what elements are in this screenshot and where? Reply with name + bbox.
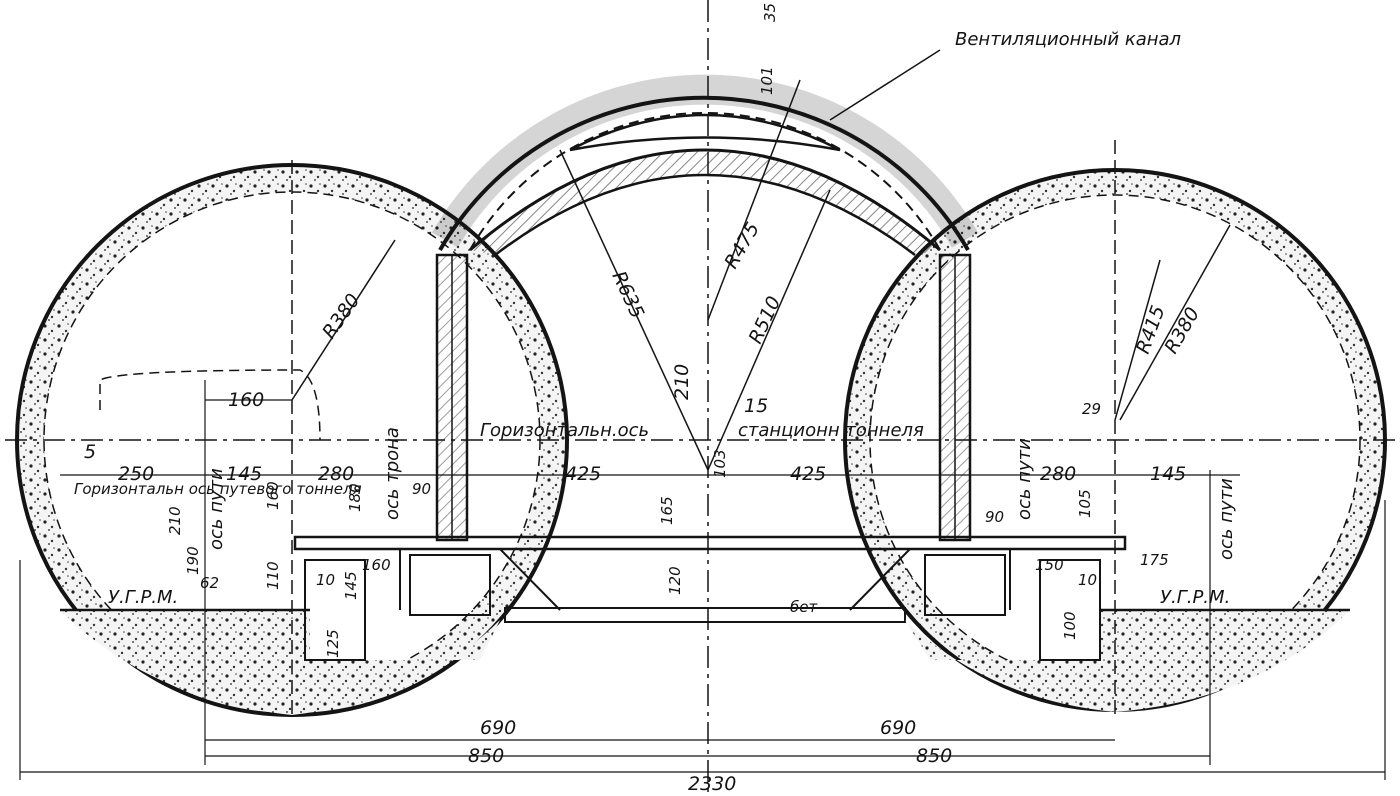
dim-690-left: 690 xyxy=(480,717,516,739)
dim-280-right: 280 xyxy=(1040,463,1076,485)
ugrm-left-label: У.Г.Р.М. xyxy=(108,587,178,608)
platform-slab xyxy=(293,535,1127,623)
dim-2330: 2330 xyxy=(688,773,736,795)
dim-101: 101 xyxy=(758,66,776,95)
dim-190: 190 xyxy=(184,546,202,575)
dim-425-right: 425 xyxy=(790,463,826,485)
axis-track-left-label: ось пути xyxy=(206,468,227,550)
dim-90-right: 90 xyxy=(985,508,1004,526)
dim-210-left: 210 xyxy=(166,506,184,535)
radius-lines xyxy=(291,49,1231,471)
dim-850-right: 850 xyxy=(916,745,952,767)
dim-425-left: 425 xyxy=(565,463,601,485)
dim-160-low: 160 xyxy=(362,556,391,574)
dim-110: 110 xyxy=(264,561,282,590)
dim-250: 250 xyxy=(118,463,154,485)
dim-35: 35 xyxy=(761,3,779,22)
axis-track-right-label: ось пути xyxy=(1014,438,1035,520)
ventilation-channel-vault xyxy=(469,113,941,256)
dim-175: 175 xyxy=(1140,551,1169,569)
dim-165: 165 xyxy=(658,496,676,525)
dim-62: 62 xyxy=(200,574,219,592)
dim-180: 180 xyxy=(346,483,364,512)
dim-103: 103 xyxy=(711,449,729,478)
dim-29: 29 xyxy=(1082,400,1101,418)
dim-690-right: 690 xyxy=(880,717,916,739)
dim-15: 15 xyxy=(744,395,768,417)
dim-160-top: 160 xyxy=(228,389,264,411)
dim-850-left: 850 xyxy=(468,745,504,767)
dim-145-left: 145 xyxy=(226,463,262,485)
dim-100: 100 xyxy=(1061,611,1079,640)
dim-280-left: 280 xyxy=(318,463,354,485)
dim-r475: R475 xyxy=(720,219,764,273)
dim-90: 90 xyxy=(412,480,431,498)
dim-10-right: 10 xyxy=(1078,571,1097,589)
dim-r635: R635 xyxy=(607,268,648,322)
horizontal-axis-track-tunnel-label: Горизонтальн ось путевого тоннеля xyxy=(74,480,362,498)
ugrm-right-label: У.Г.Р.М. xyxy=(1160,587,1230,608)
right-pylon xyxy=(938,253,972,542)
axis-throne-label: ось трона xyxy=(382,427,403,520)
dim-145-right: 145 xyxy=(1150,463,1186,485)
dim-145-low: 145 xyxy=(342,571,360,600)
ventilation-channel-label: Вентиляционный канал xyxy=(955,29,1181,50)
left-track-bed xyxy=(60,559,500,715)
station-tunnel-label: станционн тоннеля xyxy=(738,420,924,441)
left-pylon xyxy=(435,253,469,542)
right-track-bed xyxy=(905,559,1350,712)
dim-10-left: 10 xyxy=(316,571,335,589)
axis-track-right-col-label: ось пути xyxy=(1216,478,1237,560)
central-station-tunnel xyxy=(432,74,978,252)
dim-160-vert: 160 xyxy=(264,481,282,510)
dim-125: 125 xyxy=(324,629,342,658)
dimension-lines xyxy=(19,369,1386,780)
dim-r510: R510 xyxy=(745,293,786,347)
dim-150: 150 xyxy=(1035,556,1064,574)
dim-5: 5 xyxy=(84,441,96,463)
dim-210: 210 xyxy=(671,364,693,400)
concrete-label: бет xyxy=(790,598,818,616)
dim-120: 120 xyxy=(666,566,684,595)
dim-105: 105 xyxy=(1076,489,1094,518)
horizontal-axis-label: Горизонтальн.ось xyxy=(480,420,649,441)
